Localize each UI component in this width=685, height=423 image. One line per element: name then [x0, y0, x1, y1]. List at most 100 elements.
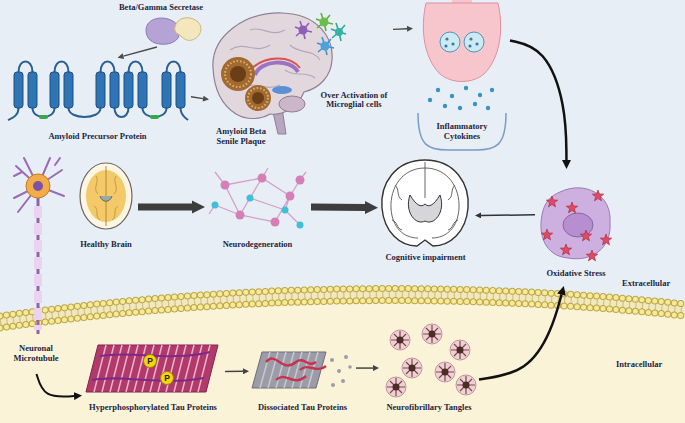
microglial-cell [320, 18, 329, 27]
neuron-figure [26, 174, 50, 198]
dissociated-microtubule [337, 369, 341, 373]
tangle-cluster [386, 377, 406, 397]
arrow-connector [123, 47, 157, 56]
precursor-protein [8, 62, 188, 121]
neuron-network [282, 207, 289, 214]
synapse-terminal [444, 44, 447, 47]
microglial-cell [321, 42, 330, 51]
stressed-cell [560, 244, 571, 255]
caption-text: Amyloid Beta Senile Plaque [210, 127, 272, 147]
amyloid-plaque [245, 85, 271, 111]
caption-text: Neuronal Microtubule [5, 344, 67, 364]
cytokine-dot [428, 98, 432, 102]
neuron-network [247, 195, 254, 202]
arrow-connector [225, 371, 243, 373]
dissociated-microtubule [260, 352, 318, 388]
precursor-protein [8, 62, 188, 121]
arrow-connector [311, 204, 365, 211]
neuron-network [236, 211, 245, 220]
tau-node: Hyperphosphorylated Tau Proteins [82, 338, 225, 418]
secretase-enzyme [146, 18, 201, 45]
precursor-protein [64, 72, 73, 108]
neuron-network [296, 176, 305, 185]
arrow-connector [479, 295, 561, 380]
label-text: P [144, 355, 156, 367]
tangle-cluster [435, 362, 455, 382]
cell-membrane [0, 301, 685, 328]
secretase-enzyme [146, 18, 180, 44]
precursor-protein [14, 72, 23, 108]
cell-membrane [0, 289, 685, 328]
neuron-network [221, 181, 230, 190]
microtubule-node: Neuronal Microtubule [5, 344, 68, 374]
neuron-network [258, 174, 267, 183]
neuron-network [271, 218, 280, 227]
neuron-figure [33, 181, 43, 191]
microglial-cell [295, 13, 346, 55]
synapse-terminal [464, 32, 484, 52]
dissociated-microtubule [341, 379, 345, 383]
label-text: Extracellular [622, 279, 670, 289]
stressed-cell [586, 250, 597, 261]
neuron-network [286, 192, 295, 201]
stressed-cell [541, 188, 612, 261]
caption-text: Healthy Brain [75, 240, 137, 250]
synapse-terminal [475, 42, 478, 45]
arrow-connector [356, 367, 373, 369]
synapse-terminal [468, 44, 471, 47]
microglial-cell [316, 13, 333, 31]
cytokine-dot [428, 86, 494, 110]
phosphate-circle: P [143, 354, 157, 368]
arrow-connector [37, 374, 75, 397]
stressed-cell [592, 190, 603, 201]
cytokine-dot [443, 104, 447, 108]
neuron-figure [14, 158, 64, 212]
atrophic-brain [382, 160, 468, 246]
atrophic-brain [408, 195, 441, 222]
microglial-cell [335, 28, 343, 36]
amyloid-plaque [252, 92, 264, 104]
synapse-terminal [451, 42, 454, 45]
healthy-brain [94, 176, 118, 220]
atrophic-brain [382, 160, 468, 246]
caption-text: Amyloid Precursor Protein [5, 132, 190, 142]
label-text: P [161, 372, 173, 384]
dissociated-microtubule [331, 383, 335, 387]
amyloid-plaque [221, 57, 255, 91]
caption-text: Beta/Gamma Secretase [116, 3, 206, 13]
microglial-cell [295, 21, 312, 39]
sagittal-brain [279, 96, 305, 112]
synapse-terminal [469, 37, 472, 40]
precursor-protein [176, 72, 185, 108]
precursor-protein [124, 72, 133, 108]
microglial-cell [295, 21, 312, 39]
microglial-cell [331, 23, 346, 41]
region-label: Intracellular [616, 360, 662, 370]
tangle-cluster [390, 330, 410, 350]
stressed-cell [541, 188, 610, 259]
microglial-cell [331, 23, 346, 41]
neuron-network [209, 168, 306, 225]
stressed-cell [541, 229, 552, 240]
dissociated-microtubule [330, 358, 334, 362]
caption-text: Cognitive impairment [378, 253, 473, 263]
amyloid-plaque [221, 57, 271, 111]
cell-node: Oxidative Stress [535, 170, 618, 285]
tangle-cluster [422, 324, 442, 344]
stressed-cell [546, 196, 557, 207]
phosphorylated-microtubule [86, 345, 218, 392]
stressed-cell [563, 213, 593, 237]
neuron-network [209, 168, 306, 229]
healthy-brain [100, 196, 112, 201]
caption-text: Over Activation of Microglial cells [316, 91, 392, 111]
tangle-cluster [456, 375, 476, 395]
protein-node: Amyloid Precursor Protein [5, 58, 191, 144]
region-label: Extracellular [622, 279, 670, 289]
neuron-node: Neurodegeneration [205, 162, 311, 254]
cytokine-dot [473, 102, 477, 106]
brain-node: Healthy Brain [75, 160, 138, 254]
cytokine-dot [486, 106, 490, 110]
precursor-protein [28, 72, 37, 108]
cytokine-dot [490, 88, 494, 92]
